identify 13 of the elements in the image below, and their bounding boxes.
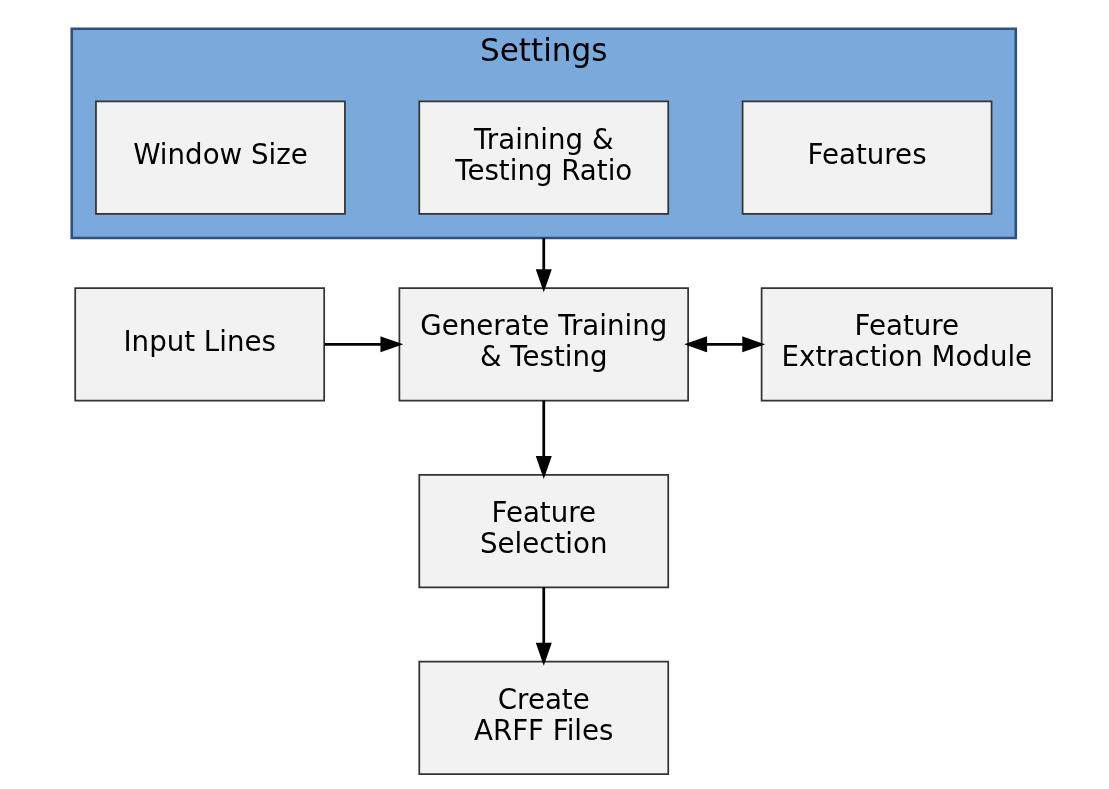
node-box: Feature Selection bbox=[417, 474, 669, 589]
node-box: Features bbox=[741, 100, 992, 215]
node-box: Feature Extraction Module bbox=[760, 287, 1053, 402]
node-box: Window Size bbox=[94, 100, 346, 215]
node-box: Input Lines bbox=[73, 287, 325, 402]
arrow bbox=[683, 336, 765, 353]
arrow bbox=[535, 238, 552, 293]
node-box: Generate Training & Testing bbox=[398, 287, 689, 402]
arrow bbox=[535, 400, 552, 479]
node-box: Create ARFF Files bbox=[417, 660, 669, 775]
node-box: Training & Testing Ratio bbox=[417, 100, 669, 215]
arrow bbox=[324, 336, 403, 353]
arrow bbox=[535, 587, 552, 666]
